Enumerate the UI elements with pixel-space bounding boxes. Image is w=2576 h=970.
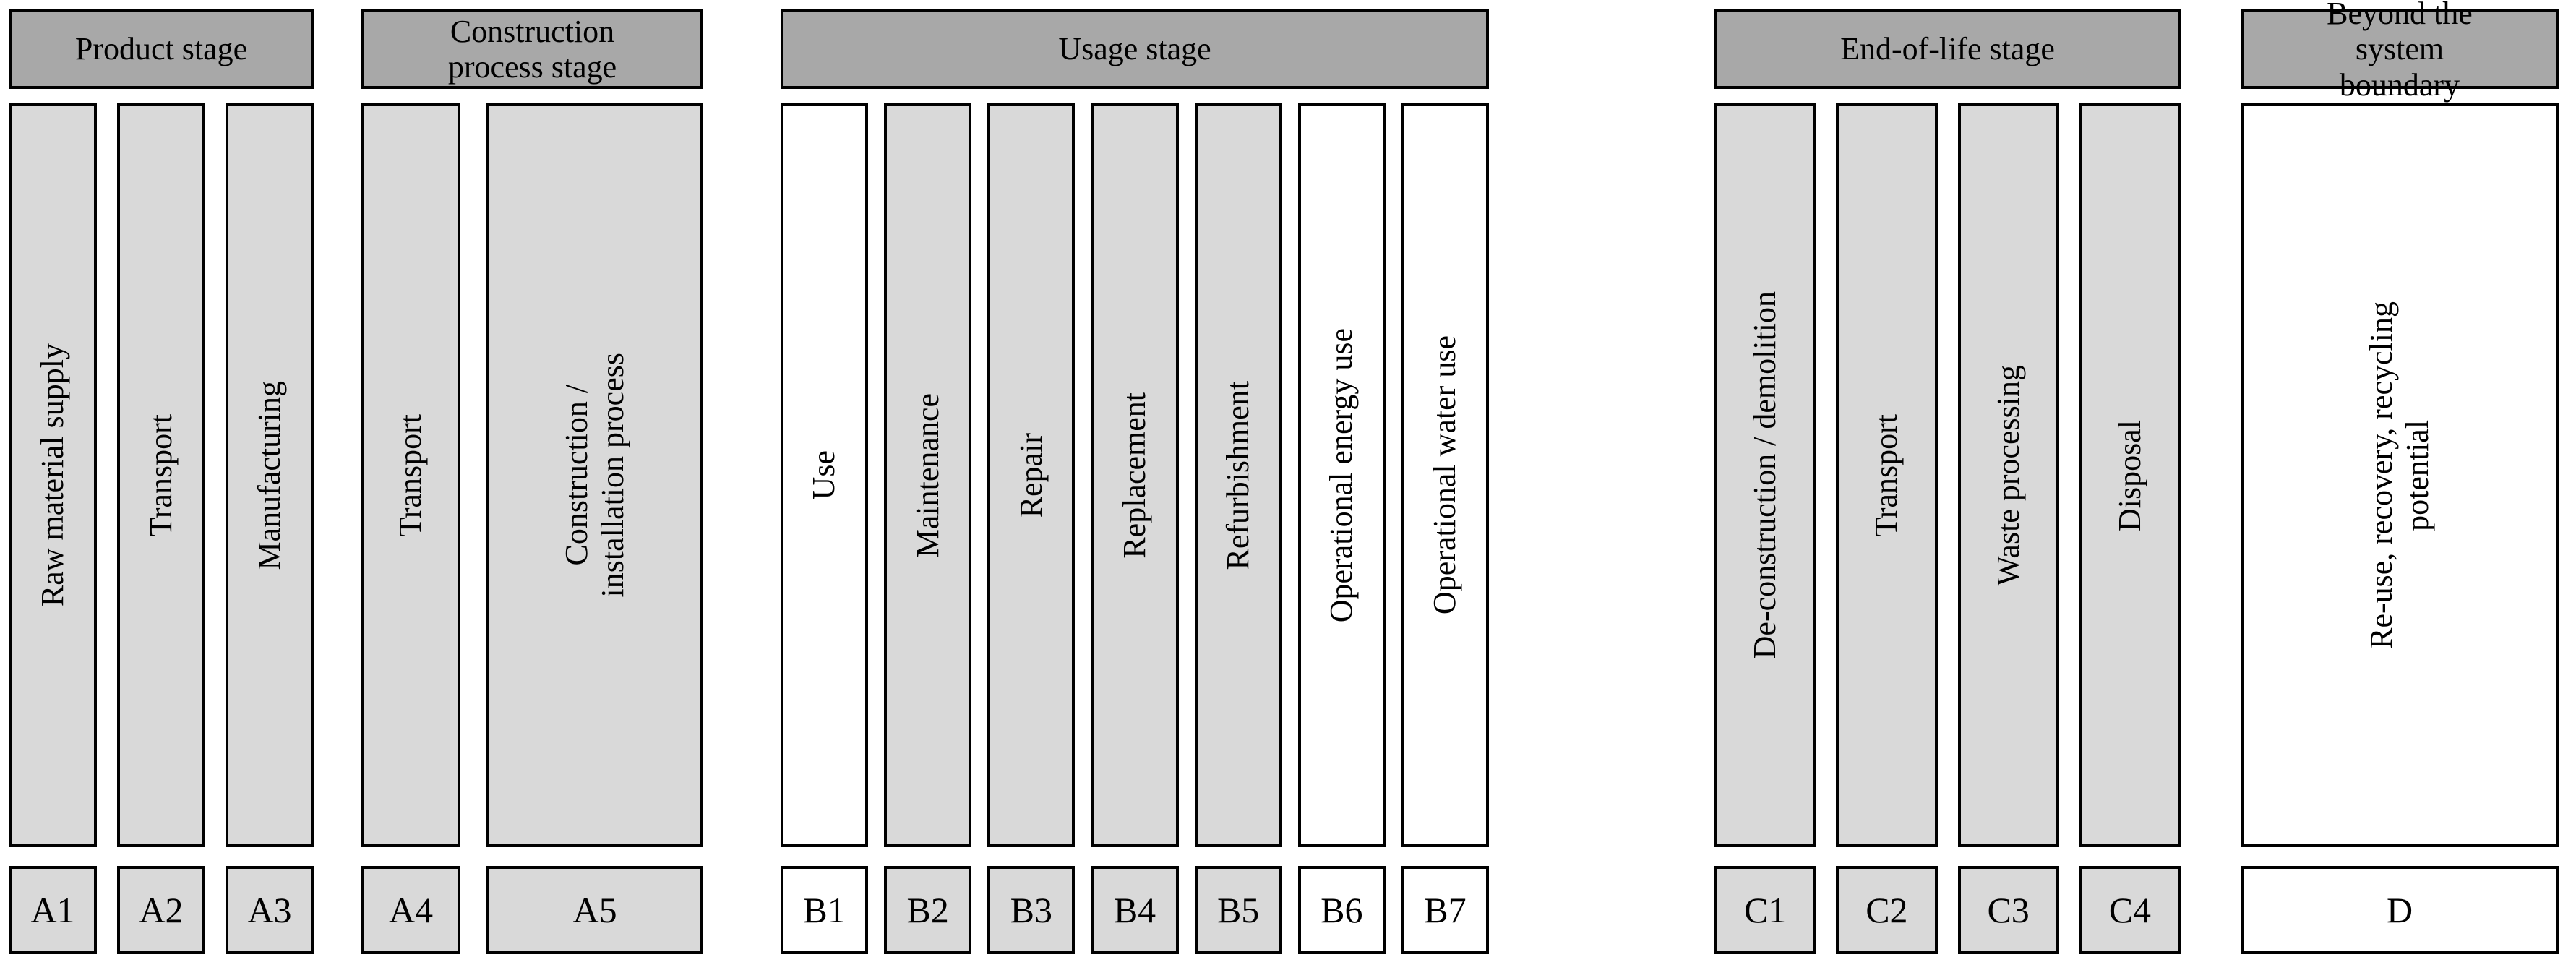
module-code-a1[interactable]: A1	[9, 866, 97, 954]
module-code-b7[interactable]: B7	[1401, 866, 1489, 954]
module-code-b1[interactable]: B1	[781, 866, 869, 954]
module-column-row: Transport Construction / installation pro…	[361, 103, 703, 847]
module-label-a1: Raw material supply	[34, 343, 70, 607]
module-label-a2: Transport	[142, 413, 179, 537]
module-column-a4[interactable]: Transport	[361, 103, 461, 847]
module-column-a2[interactable]: Transport	[117, 103, 205, 847]
module-label-b6: Operational energy use	[1323, 327, 1360, 623]
stage-header-product-stage: Product stage	[9, 9, 314, 89]
module-column-b3[interactable]: Repair	[987, 103, 1076, 847]
module-column-b6[interactable]: Operational energy use	[1297, 103, 1386, 847]
module-label-b4: Replacement	[1116, 392, 1152, 559]
stage-header-end-of-life-stage: End-of-life stage	[1714, 9, 2181, 89]
module-label-b2: Maintenance	[909, 392, 945, 558]
module-code-a2[interactable]: A2	[117, 866, 205, 954]
module-code-row: D	[2241, 866, 2559, 954]
module-column-b2[interactable]: Maintenance	[884, 103, 972, 847]
module-column-c1[interactable]: De-construction / demolition	[1714, 103, 1816, 847]
stage-header-line: boundary	[2339, 66, 2460, 103]
module-column-row: Re-use, recovery, recycling potential	[2241, 103, 2559, 847]
stage-header-line: Beyond the	[2327, 0, 2473, 32]
module-column-c2[interactable]: Transport	[1836, 103, 1938, 847]
module-code-row: A4 A5	[361, 866, 703, 954]
module-column-b7[interactable]: Operational water use	[1401, 103, 1489, 847]
module-code-d[interactable]: D	[2241, 866, 2559, 954]
module-code-a5[interactable]: A5	[486, 866, 703, 954]
module-label-a4: Transport	[392, 413, 429, 537]
module-code-b4[interactable]: B4	[1091, 866, 1179, 954]
module-column-b4[interactable]: Replacement	[1091, 103, 1179, 847]
module-code-c1[interactable]: C1	[1714, 866, 1816, 954]
module-label-a5: Construction / installation process	[558, 353, 631, 598]
stage-header-usage-stage: Usage stage	[781, 9, 1489, 89]
module-column-row: De-construction / demolition Transport Was…	[1714, 103, 2181, 847]
module-code-c3[interactable]: C3	[1957, 866, 2059, 954]
module-label-c2: Transport	[1868, 413, 1905, 537]
module-column-c4[interactable]: Disposal	[2079, 103, 2181, 847]
stage-header-line: system	[2355, 31, 2444, 67]
module-code-b6[interactable]: B6	[1297, 866, 1386, 954]
module-column-c3[interactable]: Waste processing	[1957, 103, 2059, 847]
module-column-a1[interactable]: Raw material supply	[9, 103, 97, 847]
module-column-b5[interactable]: Refurbishment	[1194, 103, 1282, 847]
module-column-b1[interactable]: Use	[781, 103, 869, 847]
module-column-row: Use Maintenance Repair Replacement Refurbish…	[781, 103, 1489, 847]
module-label-c3: Waste processing	[1990, 364, 2026, 586]
module-label-c4: Disposal	[2111, 419, 2147, 531]
module-column-a3[interactable]: Manufacturing	[226, 103, 314, 847]
module-code-b5[interactable]: B5	[1194, 866, 1282, 954]
module-label-c1: De-construction / demolition	[1747, 291, 1783, 659]
module-column-d[interactable]: Re-use, recovery, recycling potential	[2241, 103, 2559, 847]
module-code-c4[interactable]: C4	[2079, 866, 2181, 954]
module-label-b3: Repair	[1013, 432, 1049, 518]
stage-header-line: Usage stage	[1058, 31, 1211, 67]
module-column-row: Raw material supply Transport Manufacturin…	[9, 103, 314, 847]
module-label-b1: Use	[806, 450, 842, 500]
stage-header-line: Construction	[450, 13, 615, 49]
module-column-a5[interactable]: Construction / installation process	[486, 103, 703, 847]
module-label-a3: Manufacturing	[251, 380, 287, 570]
module-code-a3[interactable]: A3	[226, 866, 314, 954]
module-code-c2[interactable]: C2	[1836, 866, 1938, 954]
module-label-b7: Operational water use	[1427, 335, 1463, 615]
stage-header-line: process stage	[447, 49, 617, 85]
module-code-b3[interactable]: B3	[987, 866, 1076, 954]
stage-header-line: End-of-life stage	[1840, 31, 2055, 67]
module-code-b2[interactable]: B2	[884, 866, 972, 954]
module-code-a4[interactable]: A4	[361, 866, 461, 954]
stage-header-line: Product stage	[74, 31, 248, 67]
module-label-d: Re-use, recovery, recycling potential	[2363, 301, 2435, 649]
module-label-b5: Refurbishment	[1220, 380, 1256, 570]
